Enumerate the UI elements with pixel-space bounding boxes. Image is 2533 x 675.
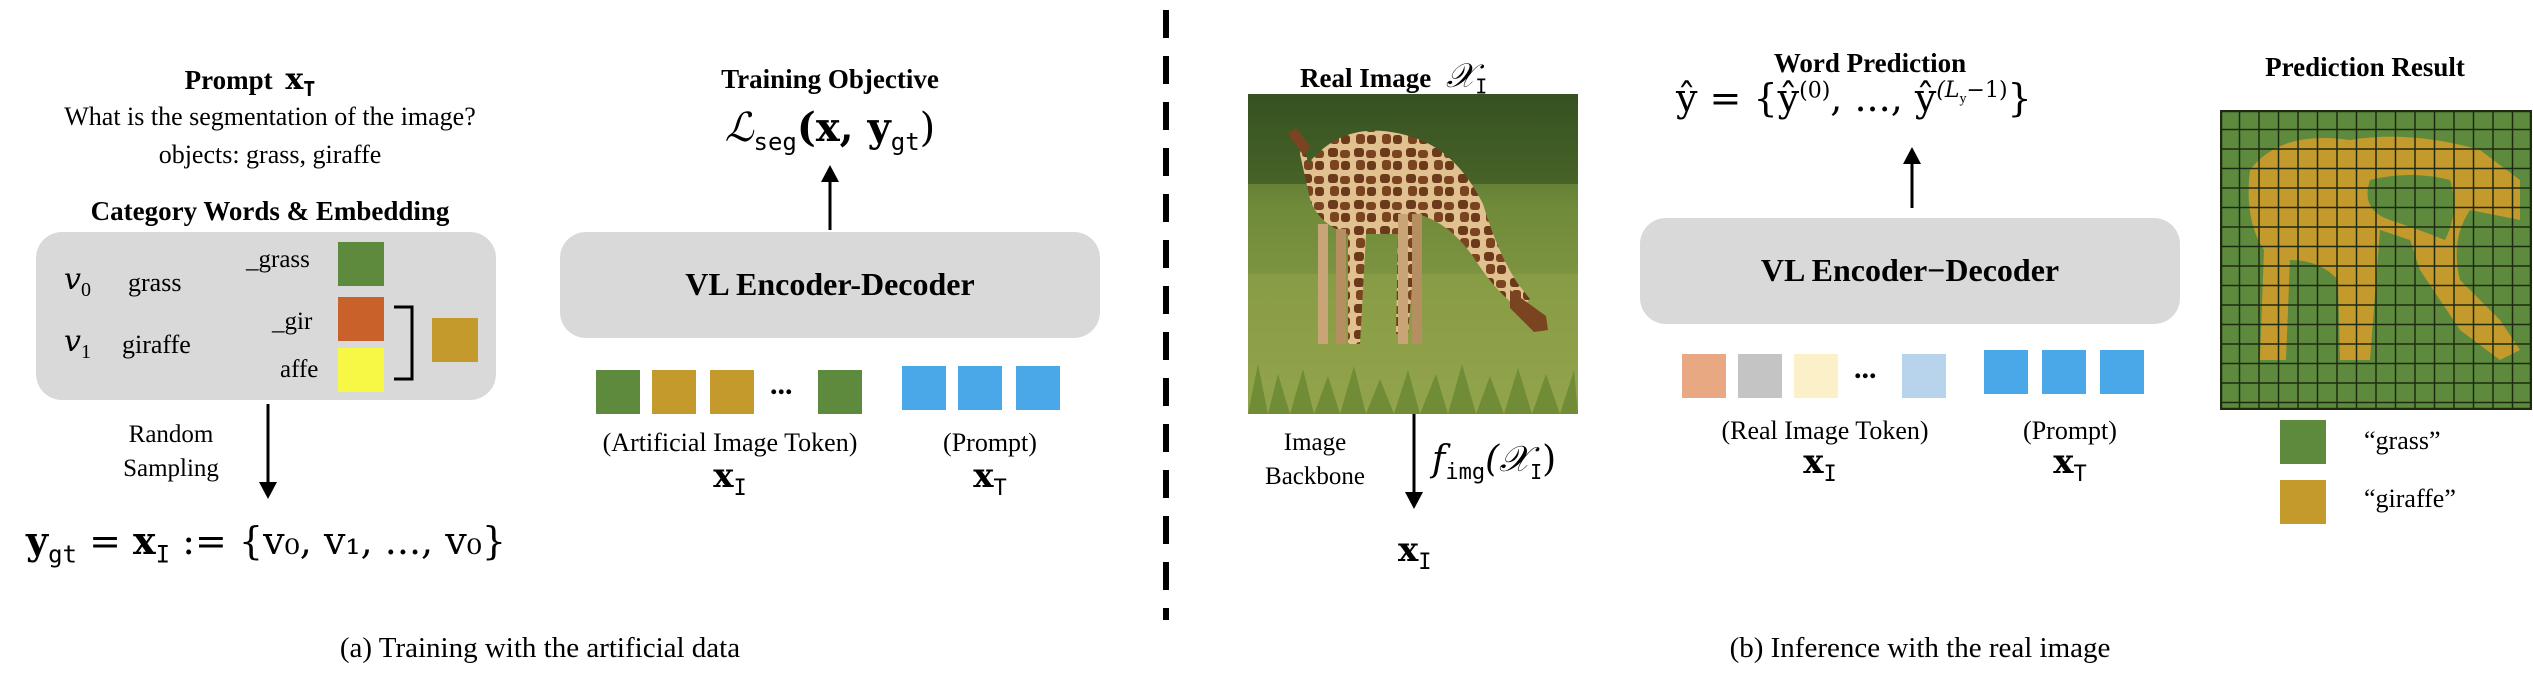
artificial-token-label: (Artificial Image Token) [602, 428, 858, 457]
prompt-xt-symbol: xT [973, 456, 1007, 501]
prediction-arrow [1903, 147, 1921, 208]
prediction-grid [2220, 110, 2532, 410]
token-affe-label: affe [280, 356, 319, 383]
category-title: Category Words & Embedding [90, 196, 450, 226]
prompt-token-b-1 [1984, 350, 2028, 394]
giraffe-photo [1248, 94, 1578, 414]
token-grass-label: _grass [246, 246, 310, 273]
real-xi-symbol: xI [1803, 442, 1837, 487]
caption-b: (b) Inference with the real image [1729, 632, 2111, 664]
prompt-token-b-3 [2100, 350, 2144, 394]
vl-encoder-decoder-b-label: VL Encoder−Decoder [1760, 252, 2060, 288]
xi-output-symbol: xI [1398, 530, 1432, 575]
image-backbone-label: Image Backbone [1265, 429, 1365, 490]
v0-symbol: v0 [64, 262, 91, 301]
real-token-dots: ... [1854, 352, 1877, 385]
real-token-label: (Real Image Token) [1721, 416, 1929, 445]
v1-symbol: v1 [64, 324, 91, 363]
v0-word: grass [128, 268, 182, 297]
real-image-label: Real Image 𝒳I [1300, 56, 1488, 99]
vl-encoder-decoder-a [560, 232, 1100, 338]
caption-a: (a) Training with the artificial data [339, 632, 741, 664]
legend-giraffe-swatch [2280, 480, 2326, 524]
prompt-question: What is the segmentation of the image? [64, 102, 476, 131]
panel-divider [1163, 10, 1169, 620]
grass-embedding-swatch [338, 242, 384, 286]
prediction-result-label: Prediction Result [2265, 52, 2465, 82]
gir-embedding-swatch [338, 297, 384, 341]
prompt-objects: objects: grass, giraffe [158, 140, 382, 169]
prompt-token-1 [902, 366, 946, 410]
artificial-token-4 [818, 370, 862, 414]
real-token-3 [1794, 354, 1838, 398]
legend-grass-label: “grass” [2364, 426, 2441, 455]
objective-arrow [821, 165, 839, 230]
artificial-xi-symbol: xI [713, 456, 747, 501]
legend-giraffe-label: “giraffe” [2364, 484, 2456, 513]
affe-embedding-swatch [338, 348, 384, 392]
yhat-equation: ŷ = {ŷ(0), ..., ŷ(Ly−1)} [1676, 76, 2032, 120]
prompt-token-b-2 [2042, 350, 2086, 394]
f-img-function: fimg(𝒳I) [1432, 439, 1557, 486]
prompt-xt-b-symbol: xT [2053, 442, 2087, 487]
artificial-token-3 [710, 370, 754, 414]
random-sampling-label: Random Sampling [123, 421, 219, 482]
artificial-token-dots: ... [770, 368, 793, 401]
prompt-token-label: (Prompt) [943, 428, 1037, 457]
prompt-token-3 [1016, 366, 1060, 410]
merge-bracket [394, 305, 414, 381]
legend-grass-swatch [2280, 420, 2326, 464]
backbone-arrow [1405, 414, 1423, 509]
prompt-token-2 [958, 366, 1002, 410]
artificial-token-2 [652, 370, 696, 414]
ygt-equation: ygt = xI := {v₀, v₁, ..., v₀} [26, 518, 507, 569]
sampling-arrow [259, 404, 277, 499]
prompt-token-b-label: (Prompt) [2023, 416, 2117, 445]
real-token-1 [1682, 354, 1726, 398]
artificial-token-1 [596, 370, 640, 414]
real-token-2 [1738, 354, 1782, 398]
token-gir-label: _gir [272, 308, 313, 335]
giraffe-merged-swatch [432, 318, 478, 362]
word-prediction-label: Word Prediction [1773, 48, 1967, 78]
real-token-4 [1902, 354, 1946, 398]
vl-encoder-decoder-a-label: VL Encoder-Decoder [685, 266, 975, 302]
vl-encoder-decoder-b [1640, 218, 2180, 324]
prompt-label: Prompt xT [184, 62, 316, 101]
category-embedding-box [36, 232, 496, 400]
training-objective-label: Training Objective [721, 64, 939, 94]
loss-equation: ℒseg(x, ygt) [724, 104, 936, 156]
v1-word: giraffe [122, 330, 191, 359]
